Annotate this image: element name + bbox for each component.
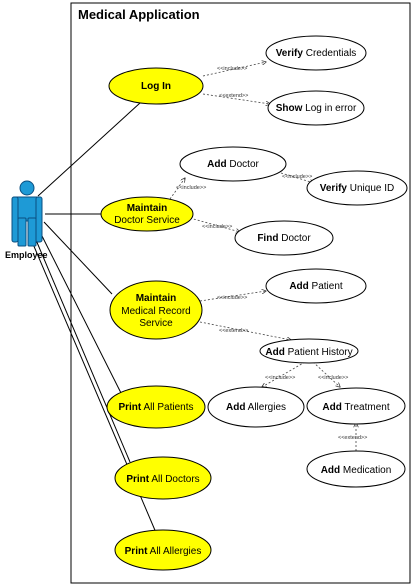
system-title: Medical Application	[78, 7, 200, 22]
use-case-add-doctor[interactable]: Add Doctor	[179, 146, 287, 182]
svg-text:Add Medication: Add Medication	[321, 465, 392, 476]
dep-add-doctor-verify	[280, 172, 314, 183]
use-case-maintain-medical-record-service[interactable]: Maintain Medical Record Service	[109, 280, 203, 340]
add-medication-rest: Medication	[340, 465, 391, 476]
svg-text:Verify Unique ID: Verify Unique ID	[320, 183, 395, 194]
add-patient-bold: Add	[289, 281, 308, 292]
print-all-patients-bold: Print	[118, 402, 141, 413]
find-doctor-rest: Doctor	[278, 233, 311, 244]
use-case-log-in[interactable]: Log In	[108, 67, 204, 105]
use-case-add-medication[interactable]: Add Medication	[306, 450, 406, 488]
svg-text:Add Patient History: Add Patient History	[265, 347, 352, 358]
add-allergies-rest: Allergies	[245, 402, 286, 413]
association-print-all-patients	[39, 231, 122, 394]
use-case-print-all-patients[interactable]: Print All Patients	[106, 385, 206, 429]
dep-record-add-history	[199, 321, 291, 340]
add-patient-history-rest: Patient History	[285, 347, 353, 358]
stereo-history-treatment: <<include>>	[318, 375, 348, 381]
use-case-add-patient-history[interactable]: Add Patient History	[259, 338, 359, 364]
svg-text:Print All Patients: Print All Patients	[118, 402, 193, 413]
print-all-allergies-bold: Print	[125, 546, 148, 557]
show-log-in-error-bold: Show	[276, 103, 303, 114]
svg-text:Add Treatment: Add Treatment	[322, 402, 389, 413]
verify-credentials-bold: Verify	[276, 48, 304, 59]
verify-unique-id-rest: Unique ID	[347, 183, 394, 194]
dep-login-show-error	[202, 93, 270, 104]
svg-text:Add Doctor: Add Doctor	[207, 159, 259, 170]
add-treatment-rest: Treatment	[342, 402, 390, 413]
dep-doctor-add	[169, 178, 185, 200]
stereo-login-verify: <<include>>	[217, 66, 247, 72]
stereo-record-add-history: <<extend>>	[219, 328, 248, 334]
stereo-history-allergies: <<include>>	[265, 375, 295, 381]
association-maintain-medical-record	[43, 221, 113, 295]
stereo-doctor-find: <<include>>	[202, 224, 232, 230]
add-allergies-bold: Add	[226, 402, 245, 413]
use-case-add-patient[interactable]: Add Patient	[265, 268, 367, 304]
maintain-record-line3: Service	[139, 318, 173, 329]
use-case-maintain-doctor-service[interactable]: Maintain Doctor Service	[100, 196, 194, 232]
dep-history-allergies	[262, 361, 306, 387]
add-doctor-rest: Doctor	[227, 159, 260, 170]
add-treatment-bold: Add	[322, 402, 341, 413]
dep-login-verify	[202, 62, 266, 77]
svg-text:Verify Credentials: Verify Credentials	[276, 48, 357, 59]
use-case-verify-unique-id[interactable]: Verify Unique ID	[306, 170, 408, 206]
actor-employee[interactable]: Employee	[5, 180, 48, 260]
actor-label: Employee	[5, 250, 48, 260]
svg-text:Print All Allergies: Print All Allergies	[125, 546, 202, 557]
svg-text:Log In: Log In	[141, 81, 171, 92]
show-log-in-error-rest: Log in error	[302, 103, 357, 114]
svg-text:Show Log in error: Show Log in error	[276, 103, 357, 114]
use-case-show-log-in-error[interactable]: Show Log in error	[267, 90, 365, 126]
association-print-all-doctors	[35, 239, 131, 463]
print-all-doctors-rest: All Doctors	[149, 474, 200, 485]
dep-record-add-patient	[199, 291, 266, 302]
add-patient-rest: Patient	[309, 281, 343, 292]
dep-doctor-find	[189, 217, 240, 232]
stereo-treatment-medication: <<extend>>	[338, 435, 367, 441]
maintain-doctor-line1: Maintain	[127, 203, 168, 214]
add-medication-bold: Add	[321, 465, 340, 476]
verify-unique-id-bold: Verify	[320, 183, 348, 194]
add-patient-history-bold: Add	[265, 347, 284, 358]
print-all-allergies-rest: All Allergies	[147, 546, 201, 557]
actor-figure-icon	[11, 180, 43, 247]
svg-text:Add Allergies: Add Allergies	[226, 402, 286, 413]
add-doctor-bold: Add	[207, 159, 226, 170]
print-all-patients-rest: All Patients	[141, 402, 193, 413]
stereo-record-add-patient: <<include>>	[217, 295, 247, 301]
stereo-doctor-add: <<include>>	[176, 185, 206, 191]
verify-credentials-rest: Credentials	[303, 48, 356, 59]
svg-text:Add Patient: Add Patient	[289, 281, 343, 292]
use-case-add-treatment[interactable]: Add Treatment	[306, 387, 406, 425]
log-in-bold: Log In	[141, 81, 171, 92]
use-case-print-all-allergies[interactable]: Print All Allergies	[114, 529, 212, 571]
association-log-in	[37, 102, 141, 197]
maintain-record-line1: Maintain	[136, 293, 177, 304]
stereo-login-show-error: <<extend>>	[219, 93, 248, 99]
dependencies	[169, 62, 356, 451]
print-all-doctors-bold: Print	[126, 474, 149, 485]
svg-text:Find Doctor: Find Doctor	[257, 233, 311, 244]
stereotype-labels: <<include>> <<extend>> <<include>> <<inc…	[176, 66, 367, 441]
maintain-doctor-line2: Doctor Service	[114, 215, 180, 226]
use-case-add-allergies[interactable]: Add Allergies	[207, 386, 305, 428]
find-doctor-bold: Find	[257, 233, 278, 244]
use-case-verify-credentials[interactable]: Verify Credentials	[265, 35, 367, 71]
use-case-print-all-doctors[interactable]: Print All Doctors	[114, 456, 212, 500]
use-case-find-doctor[interactable]: Find Doctor	[234, 220, 334, 256]
stereo-add-doctor-verify: <<include>>	[282, 174, 312, 180]
svg-text:Print All Doctors: Print All Doctors	[126, 474, 199, 485]
maintain-record-line2: Medical Record	[121, 306, 190, 317]
